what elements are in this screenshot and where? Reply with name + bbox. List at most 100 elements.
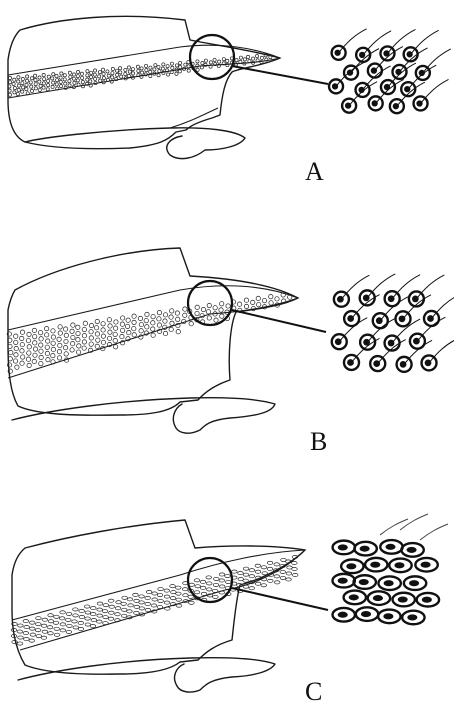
sensillum [292,573,298,576]
sensillum [97,614,103,617]
sensillum-magnified [378,576,400,590]
sensillum [101,322,105,326]
sensillum [33,347,37,351]
sensillum [30,85,33,88]
sensillum [18,636,24,639]
sensillum [255,582,261,585]
sensillum [157,605,163,608]
sensillum [219,302,223,306]
sensillum [114,320,118,324]
sensillum [286,572,292,575]
sensillum [55,83,58,86]
sensillum [207,303,211,307]
sensillum [116,73,119,76]
sensillum [218,60,221,63]
sensillum [32,334,36,338]
sensillum [183,307,187,311]
sensillum [12,640,18,643]
sensillum [127,66,130,69]
sensillum [274,575,280,578]
sensillum [60,623,66,626]
sensillum [82,327,86,331]
sensillum [286,578,292,581]
sensillum-magnified [365,558,387,572]
sensillum [42,618,48,621]
sensillum [20,330,24,334]
sensillum [48,632,54,635]
sensillum [157,593,163,596]
sensillum [194,591,200,594]
sensillum [25,87,28,90]
sensillum [54,615,60,618]
lower-appendage [12,398,275,434]
sensillum [120,334,124,338]
sensillum [226,59,229,62]
sensillum [73,608,79,611]
sensillum-hair [400,514,428,530]
sensilla-band-outline [8,286,298,378]
sensillum [201,307,205,311]
sensillum [206,310,210,314]
sensillum [267,567,273,570]
sensillum [51,77,54,80]
sensillum [145,69,148,72]
sensillum [115,69,118,72]
sensillum [139,322,143,326]
sensillum [9,350,13,354]
sensillum [108,330,112,334]
sensillum [30,633,36,636]
sensillum [45,339,49,343]
sensillum [64,339,68,343]
sensillum-magnified [402,611,424,625]
magnified-sensilla [332,274,454,372]
sensillum [14,353,18,357]
sensillum [103,604,109,607]
sensillum-magnified [393,593,415,607]
sensillum [96,620,102,623]
sensillum [145,602,151,605]
sensillum [33,353,37,357]
sensillum [53,621,59,624]
sensillum [70,342,74,346]
sensillum [207,316,211,320]
sensillum [8,81,11,84]
sensillum [97,602,103,605]
sensillum-magnified [333,608,355,622]
sensillum [164,601,170,604]
sensillum [134,611,140,614]
sensillum [111,76,114,79]
sensillum [30,89,33,92]
sensillum [63,74,66,77]
sensillum-magnified [368,591,390,605]
sensillum [249,575,255,578]
sensillum [89,342,93,346]
sensillum [69,75,72,78]
sensillum [29,81,32,84]
sensillum [63,78,66,81]
sensillum [13,359,17,363]
sensillum [77,70,80,73]
sensillum [86,70,89,73]
sensillum [122,596,128,599]
sensillum [280,570,286,573]
sensillum [51,347,55,351]
sensillum [183,313,187,317]
sensillum [206,582,212,585]
sensillum [45,345,49,349]
sensillum [111,67,114,70]
sensillum [21,86,24,89]
sensillum [111,72,114,75]
sensillum [179,66,182,69]
sensillum [165,607,171,610]
sensillum [152,592,158,595]
sensillum [101,340,105,344]
sensillum [8,76,11,79]
sensillum [78,627,84,630]
sensillum [219,573,225,576]
sensillum [57,356,61,360]
sensillum [151,604,157,607]
sensillum [139,607,145,610]
sensillum [131,72,134,75]
sensillum [170,62,173,65]
sensillum [113,332,117,336]
